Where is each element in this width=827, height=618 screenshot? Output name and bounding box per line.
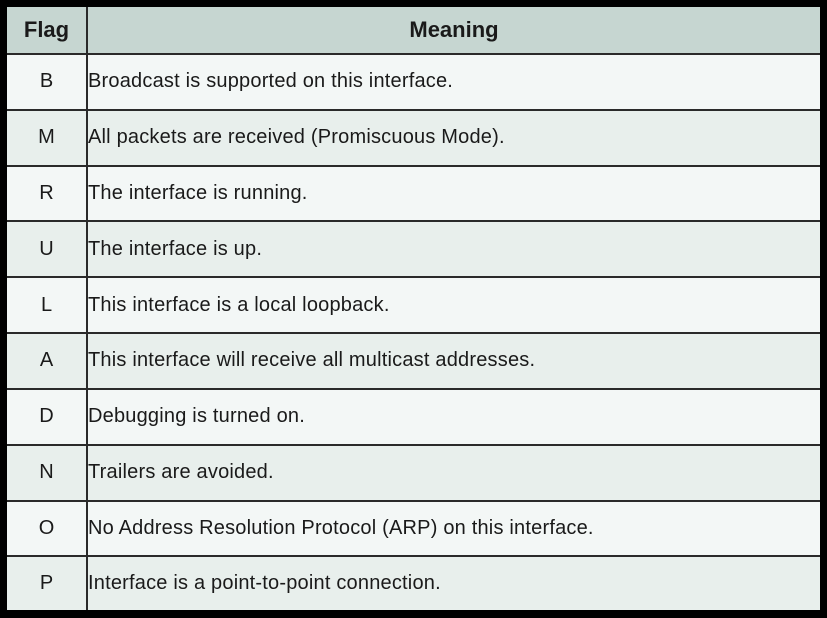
flag-cell: M	[7, 108, 88, 167]
meaning-cell: Trailers are avoided.	[86, 443, 820, 502]
flag-cell: O	[7, 499, 88, 558]
flag-cell: U	[7, 220, 88, 279]
meaning-cell: No Address Resolution Protocol (ARP) on …	[86, 499, 820, 558]
meaning-cell: The interface is up.	[86, 220, 820, 279]
meaning-cell: All packets are received (Promiscuous Mo…	[86, 108, 820, 167]
flag-cell: A	[7, 332, 88, 390]
flag-cell: N	[7, 443, 88, 502]
meaning-cell: Interface is a point-to-point connection…	[86, 555, 820, 610]
table-header: Flag Meaning	[7, 7, 820, 55]
meaning-column-header: Meaning	[86, 7, 820, 55]
flag-cell: B	[7, 53, 88, 111]
meaning-cell: The interface is running.	[86, 164, 820, 223]
flag-column-header: Flag	[7, 7, 88, 55]
header-row: Flag Meaning	[7, 7, 820, 55]
flag-cell: L	[7, 276, 88, 335]
meaning-cell: This interface will receive all multicas…	[86, 332, 820, 390]
flag-cell: D	[7, 387, 88, 446]
meaning-cell: Broadcast is supported on this interface…	[86, 53, 820, 111]
meaning-cell: This interface is a local loopback.	[86, 276, 820, 335]
meaning-cell: Debugging is turned on.	[86, 387, 820, 446]
flag-cell: R	[7, 164, 88, 223]
flag-cell: P	[7, 555, 88, 610]
